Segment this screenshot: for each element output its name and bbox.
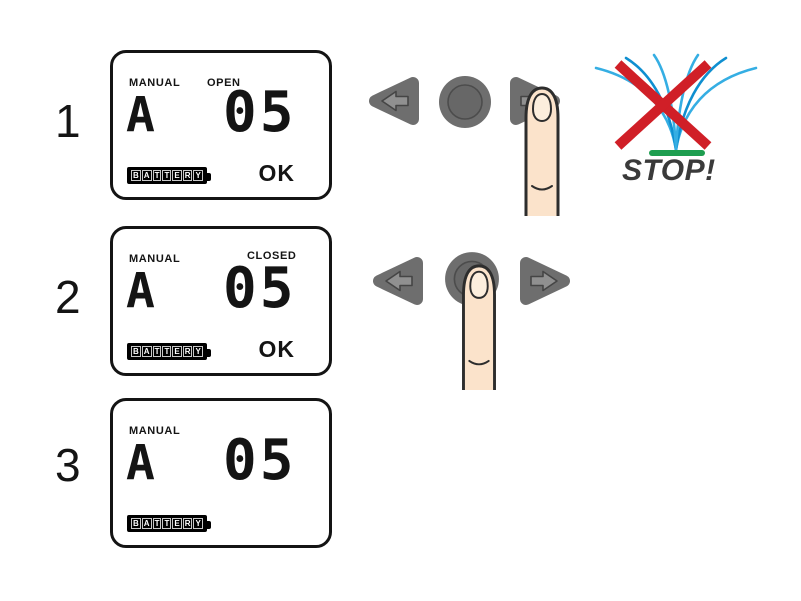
lcd-ok-label: OK: [258, 160, 295, 186]
sprinkler-stop-icon: [594, 53, 758, 156]
round-button-icon: [447, 84, 483, 120]
device-right-arrow-button: [520, 257, 570, 305]
lcd-ok-label: OK: [258, 336, 295, 362]
lcd-value-digits: 05: [223, 80, 297, 145]
finger-press-icon: [524, 86, 560, 216]
lcd-mode-label: MANUAL: [129, 425, 181, 437]
water-spray-icon: [594, 53, 758, 152]
lcd-mode-label: MANUAL: [129, 77, 181, 89]
fingernail-icon: [469, 270, 489, 299]
right-arrow-icon: [530, 270, 558, 292]
stop-label: STOP!: [622, 154, 716, 187]
lcd-station-digit: A: [126, 87, 155, 143]
device-center-button: [439, 76, 491, 128]
left-arrow-icon: [381, 90, 409, 112]
lcd-value-digits: 05: [223, 256, 297, 321]
device-left-arrow-button: [369, 77, 419, 125]
lcd-value-digits: 05: [223, 428, 297, 493]
step-3-number: 3: [55, 439, 81, 491]
fingernail-icon: [531, 92, 553, 123]
step-2-number: 2: [55, 271, 81, 323]
lcd-station-digit: A: [126, 435, 155, 491]
lcd-status-label: OPEN: [207, 77, 241, 89]
lcd-mode-label: MANUAL: [129, 253, 181, 265]
finger-press-icon: [462, 264, 496, 390]
lcd-station-digit: A: [126, 263, 155, 319]
red-cross-icon: [614, 60, 712, 150]
device-left-arrow-button: [373, 257, 423, 305]
lcd-status-label: CLOSED: [247, 250, 297, 262]
left-arrow-icon: [385, 270, 413, 292]
step-1-number: 1: [55, 95, 81, 147]
